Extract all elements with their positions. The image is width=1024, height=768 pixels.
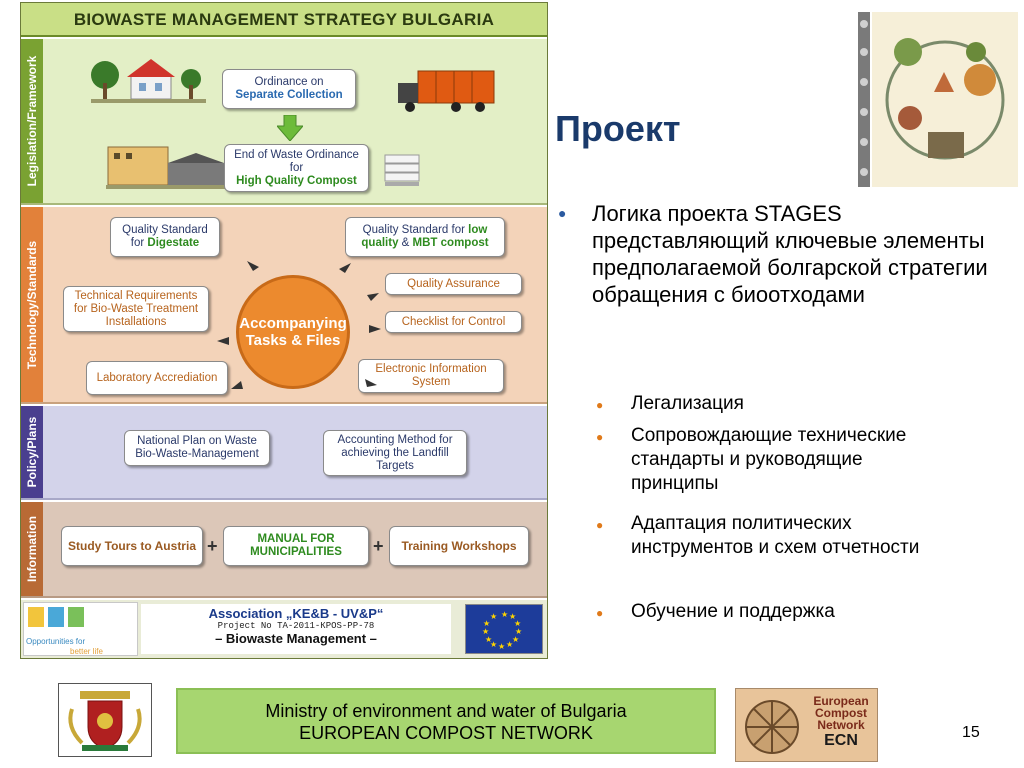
quality-standard-low-quality-box: Quality Standard for low quality & MBT c… <box>345 217 505 257</box>
sub-bullet-icon: ● <box>596 518 604 532</box>
section-information: Information Study Tours to Austria + MAN… <box>21 502 547 598</box>
svg-text:★: ★ <box>506 640 513 649</box>
svg-text:★: ★ <box>482 627 489 636</box>
accounting-method-box: Accounting Method for achieving the Land… <box>323 430 467 476</box>
manual-for-municipalities-box: MANUAL FOR MUNICIPALITIES <box>223 526 369 566</box>
compost-cycle-illustration <box>858 12 1018 187</box>
eu-flag: ★★★★ ★★★★ ★★★★ <box>465 604 543 654</box>
footer-line-1: Ministry of environment and water of Bul… <box>265 701 627 721</box>
opportunities-logo-icon <box>28 607 84 627</box>
study-tours-box: Study Tours to Austria <box>61 526 203 566</box>
svg-text:★: ★ <box>483 619 490 628</box>
opportunities-logo: Opportunities for better life <box>23 602 138 656</box>
svg-text:★: ★ <box>512 635 519 644</box>
section-legislation: Legislation/Framework Ordinance on Separ… <box>21 39 547 205</box>
tab-legislation: Legislation/Framework <box>21 39 43 203</box>
sub-bullet-icon: ● <box>596 430 604 444</box>
association-block: Association „KE&B - UV&P“ Project No ТА-… <box>141 604 451 654</box>
strategy-diagram: BIOWASTE MANAGEMENT STRATEGY BULGARIA Le… <box>20 2 548 659</box>
opportunities-text-1: Opportunities for <box>26 637 86 646</box>
svg-text:★: ★ <box>490 640 497 649</box>
plus-sign-1: + <box>207 536 218 556</box>
section-technology: Technology/Standards Quality Standard fo… <box>21 207 547 404</box>
quality-assurance-box: Quality Assurance <box>385 273 522 295</box>
sub-bullet-icon: ● <box>596 606 604 620</box>
sub-bullet-text: Адаптация политических инструментов и сх… <box>631 513 920 558</box>
electronic-information-system-box: Electronic Information System <box>358 359 504 393</box>
svg-text:★: ★ <box>485 635 492 644</box>
tab-information: Information <box>21 502 43 596</box>
biowaste-management-label: – Biowaste Management – <box>215 631 377 646</box>
ecn-line-2: Compost <box>815 706 867 720</box>
factory-illustration <box>106 146 226 189</box>
section-policy: Policy/Plans National Plan on Waste Bio-… <box>21 406 547 500</box>
opportunities-text-2: better life <box>70 647 103 656</box>
page-number: 15 <box>962 724 980 741</box>
slide-title: Проект <box>555 108 681 149</box>
main-bullet-text: Логика проекта STAGES представляющий клю… <box>592 201 988 307</box>
ordinance-separate-collection-box: Ordinance on Separate Collection <box>222 69 356 109</box>
main-bullet-icon: ● <box>558 205 567 221</box>
svg-text:★: ★ <box>509 612 516 621</box>
tab-policy: Policy/Plans <box>21 406 43 498</box>
end-of-waste-ordinance-box: End of Waste Ordinance for High Quality … <box>224 144 369 192</box>
ecn-line-1: European <box>813 694 869 708</box>
plus-sign-2: + <box>373 536 384 556</box>
footer-line-2: EUROPEAN COMPOST NETWORK <box>299 723 593 743</box>
diagram-footer-band: Opportunities for better life Associatio… <box>21 600 547 658</box>
svg-text:★: ★ <box>515 627 522 636</box>
ecn-line-4: ECN <box>824 732 858 749</box>
training-workshops-box: Training Workshops <box>389 526 529 566</box>
sub-bullet-text: Легализация <box>631 393 744 414</box>
ecn-line-3: Network <box>817 718 865 732</box>
svg-text:★: ★ <box>514 619 521 628</box>
svg-text:★: ★ <box>498 642 505 651</box>
technical-requirements-box: Technical Requirements for Bio-Waste Tre… <box>63 286 209 332</box>
ecn-logo: European Compost Network ECN <box>735 688 878 762</box>
tab-technology: Technology/Standards <box>21 207 43 402</box>
accompanying-tasks-circle: Accompanying Tasks & Files <box>236 275 350 389</box>
svg-text:★: ★ <box>490 612 497 621</box>
compost-bags-illustration <box>384 154 420 186</box>
eu-stars-icon: ★★★★ ★★★★ ★★★★ <box>482 610 522 651</box>
laboratory-accrediation-box: Laboratory Accrediation <box>86 361 228 395</box>
footer-box: Ministry of environment and water of Bul… <box>176 688 716 754</box>
diagram-title: BIOWASTE MANAGEMENT STRATEGY BULGARIA <box>21 3 547 37</box>
sub-bullet-text: Обучение и поддержка <box>631 601 835 622</box>
sub-bullet-icon: ● <box>596 398 604 412</box>
houses-illustration <box>91 59 206 103</box>
svg-text:★: ★ <box>501 610 508 619</box>
radial-arrows <box>217 261 381 389</box>
national-plan-box: National Plan on Waste Bio-Waste-Managem… <box>124 430 270 466</box>
bulgaria-coat-of-arms-logo <box>58 683 152 757</box>
checklist-for-control-box: Checklist for Control <box>385 311 522 333</box>
sub-bullet-text: Сопровождающие технические стандарты и р… <box>631 425 907 494</box>
down-arrow-icon <box>277 115 303 141</box>
ecn-sun-icon <box>745 700 799 754</box>
truck-illustration <box>398 70 495 112</box>
quality-standard-digestate-box: Quality Standard for Digestate <box>110 217 220 257</box>
project-number: Project No ТА-2011-КРОS-РР-78 <box>217 621 375 631</box>
association-name: Association „KE&B - UV&P“ <box>208 606 384 621</box>
